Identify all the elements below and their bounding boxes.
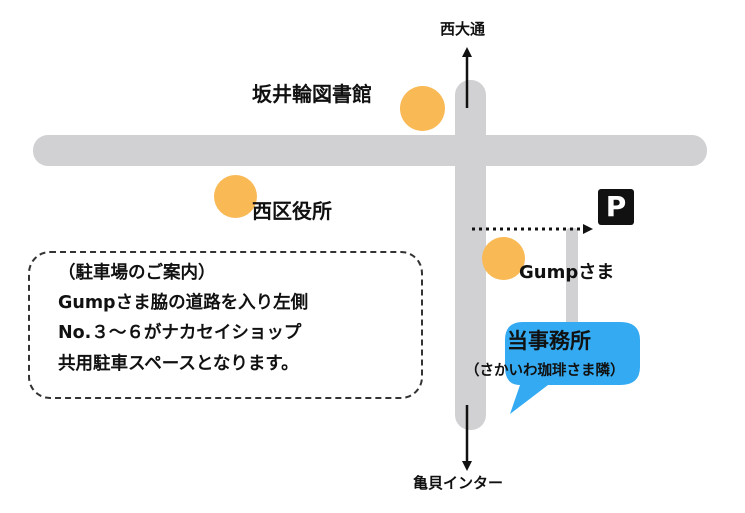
parking-notice-box [28, 251, 423, 399]
side-road [566, 228, 578, 338]
north-south-road [455, 80, 486, 430]
notice-line-4: 共用駐車スペースとなります。 [58, 354, 299, 374]
office-title: 当事務所 [507, 329, 591, 353]
notice-line-3: No.３～６がナカセイショップ [58, 323, 302, 343]
notice-line-1: （駐車場のご案内） [58, 263, 216, 283]
library-marker [400, 86, 445, 131]
office-bubble [505, 322, 640, 414]
library-label: 坂井輪図書館 [252, 82, 372, 106]
road-label-north: 西大通 [440, 20, 486, 38]
parking-icon: P [598, 189, 634, 225]
east-west-road [33, 135, 707, 166]
gump-marker [482, 237, 525, 280]
notice-line-2: Gumpさま脇の道路を入り左側 [58, 293, 309, 313]
ward-office-marker [214, 175, 257, 218]
ward-office-label: 西区役所 [252, 199, 332, 223]
office-subtitle: （さかいわ珈琲さま隣） [465, 363, 625, 379]
gump-label: Gumpさま [519, 262, 615, 283]
road-label-south: 亀貝インター [413, 474, 504, 492]
